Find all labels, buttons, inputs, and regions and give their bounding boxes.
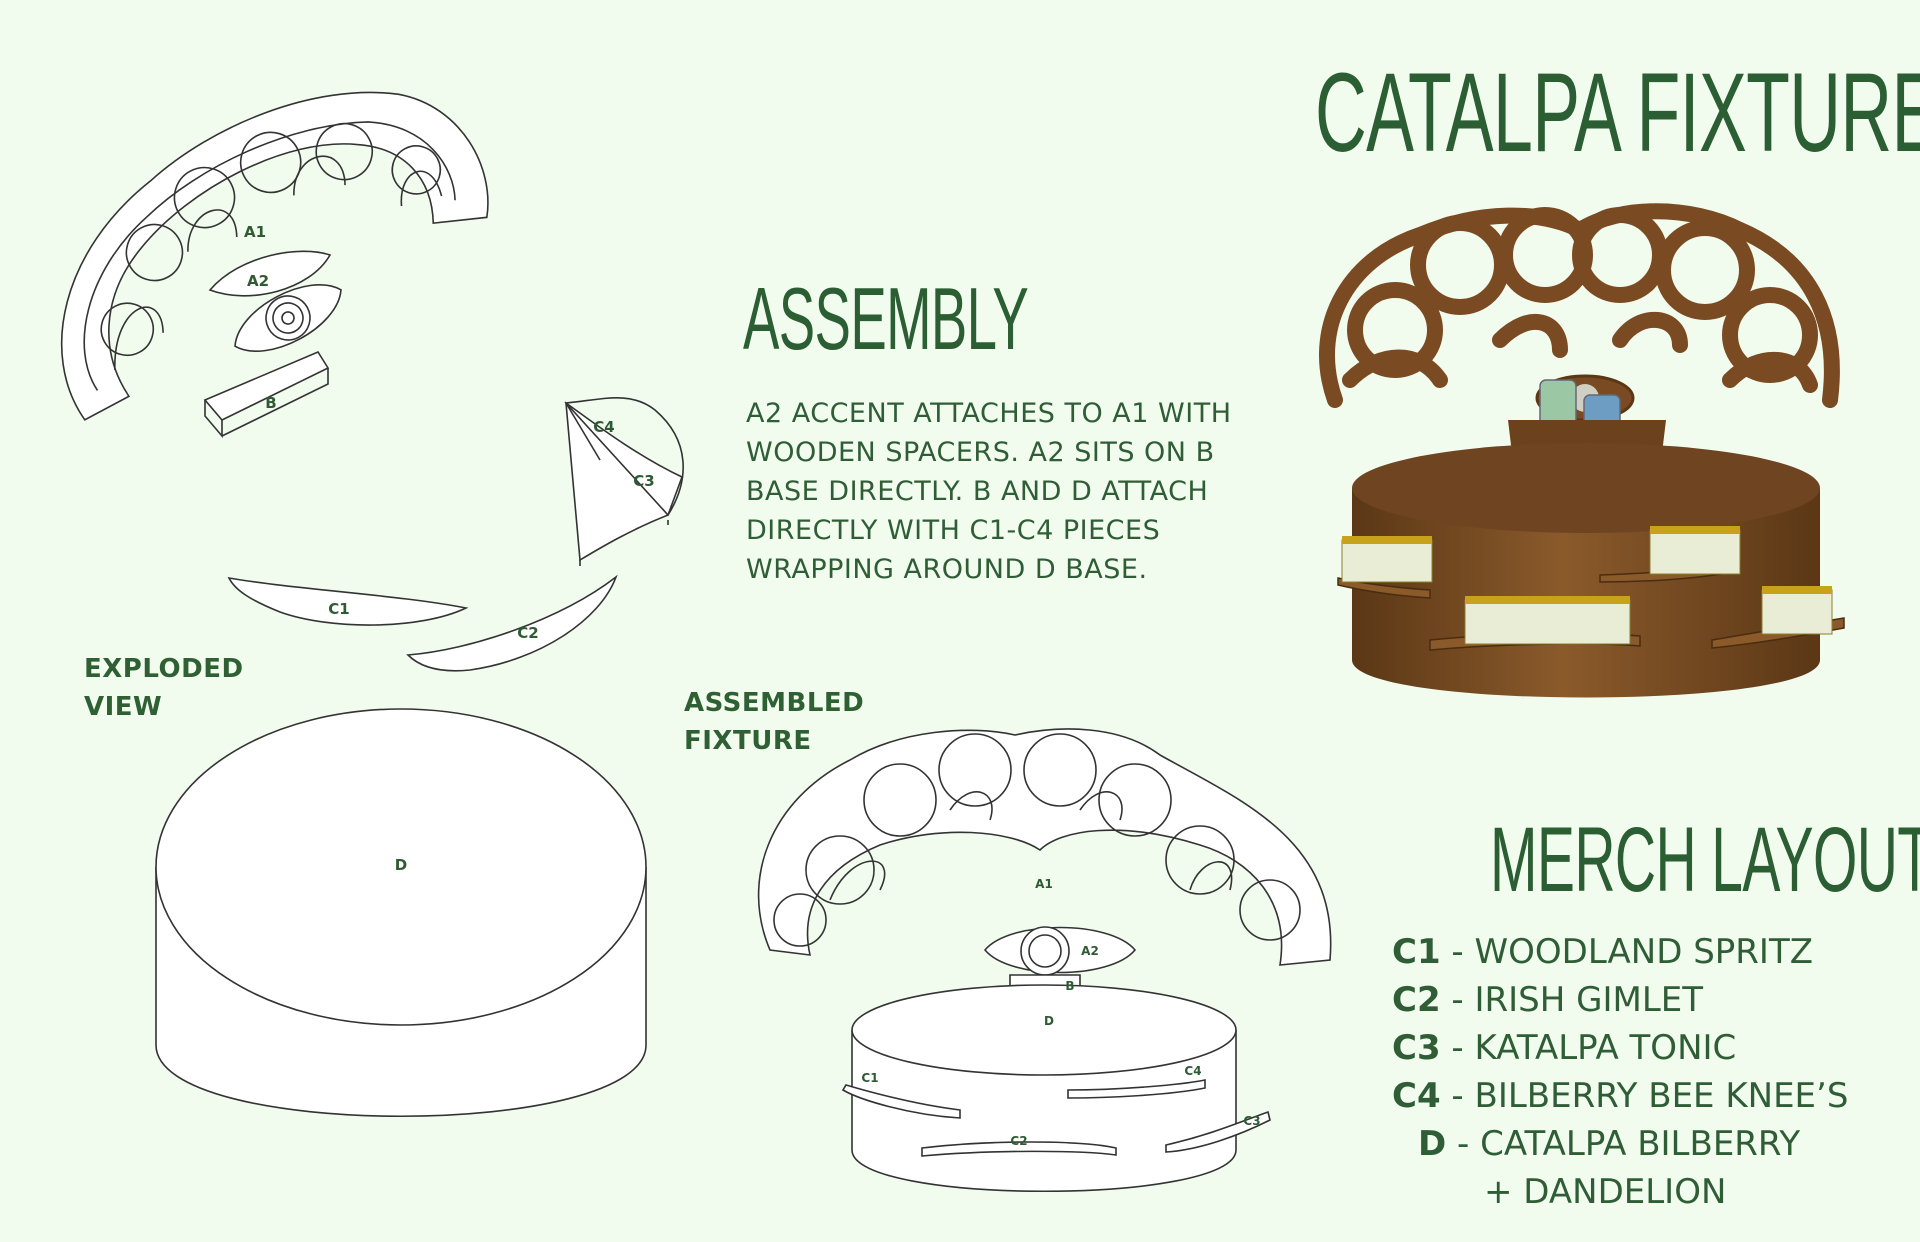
merch-item-separator: - bbox=[1440, 1028, 1475, 1068]
merch-item: C4 - BILBERRY BEE KNEE’S bbox=[1392, 1072, 1912, 1120]
assembled-label-a1: A1 bbox=[1035, 877, 1053, 891]
merch-item-name: KATALPA TONIC bbox=[1474, 1028, 1737, 1068]
merch-item-code: C3 bbox=[1392, 1028, 1441, 1068]
label-c3: C3 bbox=[633, 472, 654, 490]
assembled-label-b: B bbox=[1065, 979, 1074, 993]
merch-item: D - CATALPA BILBERRY bbox=[1392, 1120, 1912, 1168]
part-c2 bbox=[406, 574, 618, 672]
exploded-view-label: EXPLODED VIEW bbox=[84, 650, 244, 726]
part-d-drum bbox=[155, 708, 647, 1117]
merch-item-name: WOODLAND SPRITZ bbox=[1474, 932, 1814, 972]
assembled-label-c1: C1 bbox=[861, 1071, 878, 1085]
merch-item: C1 - WOODLAND SPRITZ bbox=[1392, 928, 1912, 976]
assembled-label-c2: C2 bbox=[1010, 1134, 1027, 1148]
assembly-instructions: A2 ACCENT ATTACHES TO A1 WITH WOODEN SPA… bbox=[746, 398, 1232, 585]
part-c1 bbox=[227, 576, 469, 626]
merch-item-continuation: + DANDELION bbox=[1484, 1172, 1727, 1212]
label-c4: C4 bbox=[593, 418, 614, 436]
assembled-label-a2: A2 bbox=[1081, 944, 1099, 958]
assembled-c2 bbox=[921, 1141, 1117, 1157]
merch-item-code: C1 bbox=[1392, 932, 1441, 972]
assembled-c3 bbox=[1165, 1110, 1271, 1153]
merch-layout-list: C1 - WOODLAND SPRITZ C2 - IRISH GIMLET C… bbox=[1392, 928, 1912, 1216]
merch-item-code: D bbox=[1418, 1124, 1447, 1164]
exploded-view-label-line2: VIEW bbox=[84, 692, 163, 722]
merch-item-code: C2 bbox=[1392, 980, 1441, 1020]
assembled-crest bbox=[757, 728, 1332, 966]
part-a2-lens bbox=[208, 250, 332, 297]
label-d: D bbox=[395, 856, 407, 874]
assembled-fixture-label-line1: ASSEMBLED bbox=[684, 688, 865, 718]
merch-item: C2 - IRISH GIMLET bbox=[1392, 976, 1912, 1024]
merch-layout-heading: MERCH LAYOUT bbox=[1490, 809, 1920, 911]
merch-item-name: BILBERRY BEE KNEE’S bbox=[1474, 1076, 1849, 1116]
merch-item-separator: - bbox=[1440, 1076, 1475, 1116]
merch-item: C3 - KATALPA TONIC bbox=[1392, 1024, 1912, 1072]
assembly-heading: ASSEMBLY bbox=[743, 269, 1029, 368]
part-a1-crest bbox=[60, 91, 489, 421]
part-medallion bbox=[234, 284, 342, 352]
merch-item-name: CATALPA BILBERRY bbox=[1480, 1124, 1801, 1164]
label-c2: C2 bbox=[517, 624, 538, 642]
assembled-label-c4: C4 bbox=[1184, 1064, 1201, 1078]
merch-item-separator: - bbox=[1446, 1124, 1481, 1164]
merch-item-name: IRISH GIMLET bbox=[1474, 980, 1704, 1020]
label-a1: A1 bbox=[244, 223, 266, 241]
label-a2: A2 bbox=[247, 272, 269, 290]
label-c1: C1 bbox=[328, 600, 349, 618]
assembled-c1 bbox=[841, 1084, 961, 1119]
merch-item-code: C4 bbox=[1392, 1076, 1441, 1116]
exploded-view-label-line1: EXPLODED bbox=[84, 654, 244, 684]
assembled-fixture-label-line2: FIXTURE bbox=[684, 726, 812, 756]
merch-item-separator: - bbox=[1440, 980, 1475, 1020]
label-b: B bbox=[265, 394, 276, 412]
assembled-label-d: D bbox=[1044, 1014, 1054, 1028]
assembled-fixture-label: ASSEMBLED FIXTURE bbox=[684, 684, 864, 760]
assembled-c4 bbox=[1067, 1079, 1206, 1099]
merch-item-separator: - bbox=[1440, 932, 1475, 972]
page-title: CATALPA FIXTURE bbox=[1315, 50, 1920, 175]
assembled-label-c3: C3 bbox=[1243, 1114, 1260, 1128]
